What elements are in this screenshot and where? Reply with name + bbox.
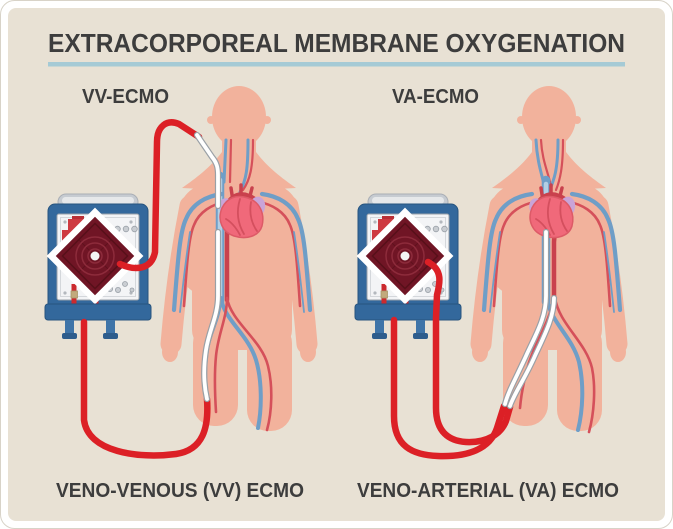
vv-femoral-cannula xyxy=(201,228,222,403)
vv-panel-label: VV-ECMO xyxy=(82,86,169,108)
va-arterial-cannula xyxy=(506,294,558,410)
vv-drainage-tube xyxy=(80,318,211,459)
va-panel: VA-ECMO xyxy=(355,86,626,502)
va-ecmo-machine xyxy=(355,194,461,339)
va-circuit xyxy=(390,228,558,460)
va-venous-cannula xyxy=(501,228,550,408)
vv-jugular-cannula xyxy=(193,131,222,210)
page-title: EXTRACORPOREAL MEMBRANE OXYGENATION xyxy=(48,28,625,58)
vv-return-tube xyxy=(116,119,203,272)
vv-caption: VENO-VENOUS (VV) ECMO xyxy=(56,479,304,502)
va-panel-label: VA-ECMO xyxy=(392,86,479,108)
va-caption: VENO-ARTERIAL (VA) ECMO xyxy=(357,479,619,502)
va-return-tube xyxy=(424,258,514,446)
card-background xyxy=(8,8,665,521)
vv-circuit xyxy=(80,119,222,459)
vv-panel: VV-ECMO xyxy=(45,86,316,502)
title-divider xyxy=(48,62,625,67)
